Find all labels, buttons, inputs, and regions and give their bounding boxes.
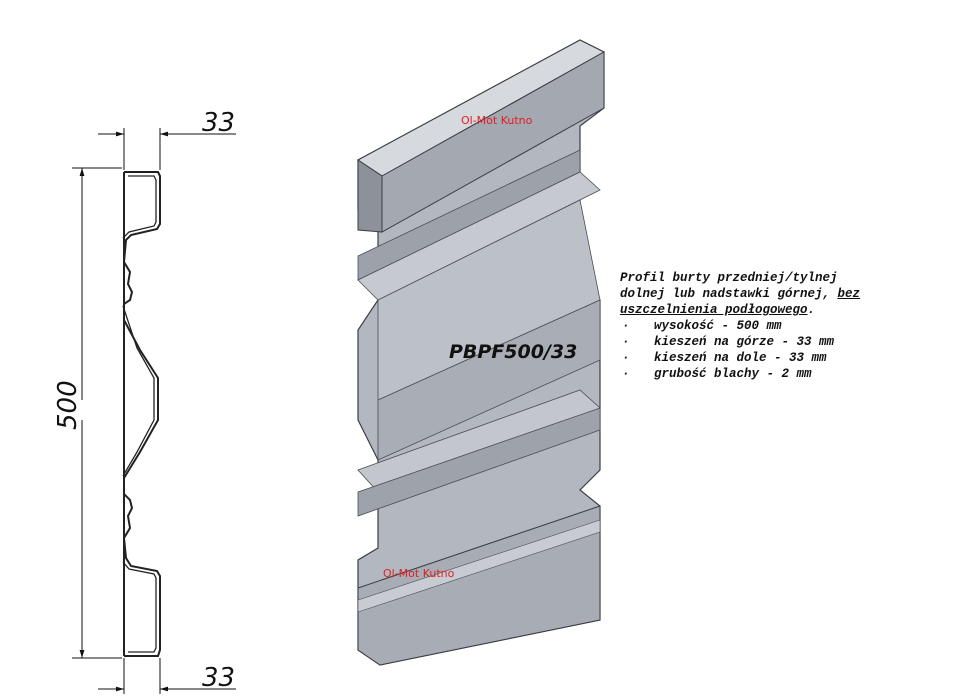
dimension-height: 500 bbox=[53, 167, 122, 659]
brand-label-bottom: Ol-Mot Kutno bbox=[383, 567, 455, 580]
spec-item-top-pocket: kieszeń na górze - 33 mm bbox=[620, 334, 940, 350]
profile-outline bbox=[122, 171, 161, 657]
spec-item-thickness: grubość blachy - 2 mm bbox=[620, 366, 940, 382]
model-label: PBPF500/33 bbox=[449, 341, 577, 363]
spec-title-line2-b: bez bbox=[837, 287, 861, 301]
spec-title-line3: uszczelnienia podłogowego. bbox=[620, 302, 940, 318]
spec-item-bottom-pocket: kieszeń na dole - 33 mm bbox=[620, 350, 940, 366]
panel-lower-rib-2 bbox=[357, 407, 601, 517]
spec-item-height: wysokość - 500 mm bbox=[620, 318, 940, 334]
dimension-top: 33 bbox=[98, 108, 236, 170]
profile-cross-section bbox=[122, 171, 161, 657]
spec-text-block: Profil burty przedniej/tylnej dolnej lub… bbox=[620, 270, 940, 382]
spec-title-line2-a: dolnej lub nadstawki górnej, bbox=[620, 287, 838, 301]
profile-inner-line bbox=[122, 175, 157, 653]
brand-label-top: Ol-Mot Kutno bbox=[461, 114, 533, 127]
dim-bottom-label: 33 bbox=[202, 663, 235, 693]
spec-list: wysokość - 500 mm kieszeń na górze - 33 … bbox=[620, 318, 940, 382]
dim-top-label: 33 bbox=[202, 108, 235, 138]
spec-title-line1: Profil burty przedniej/tylnej bbox=[620, 271, 838, 285]
spec-title-line3-a: uszczelnienia podłogowego bbox=[620, 303, 808, 317]
panel-3d-render: Ol-Mot Kutno Ol-Mot Kutno PBPF500/33 bbox=[357, 39, 606, 666]
dim-height-label: 500 bbox=[53, 380, 83, 430]
dimension-bottom: 33 bbox=[98, 658, 236, 694]
spec-title-line3-b: . bbox=[807, 303, 816, 317]
spec-title-line2: dolnej lub nadstawki górnej, bez bbox=[620, 286, 940, 302]
panel-upper-rib-2 bbox=[357, 171, 601, 301]
